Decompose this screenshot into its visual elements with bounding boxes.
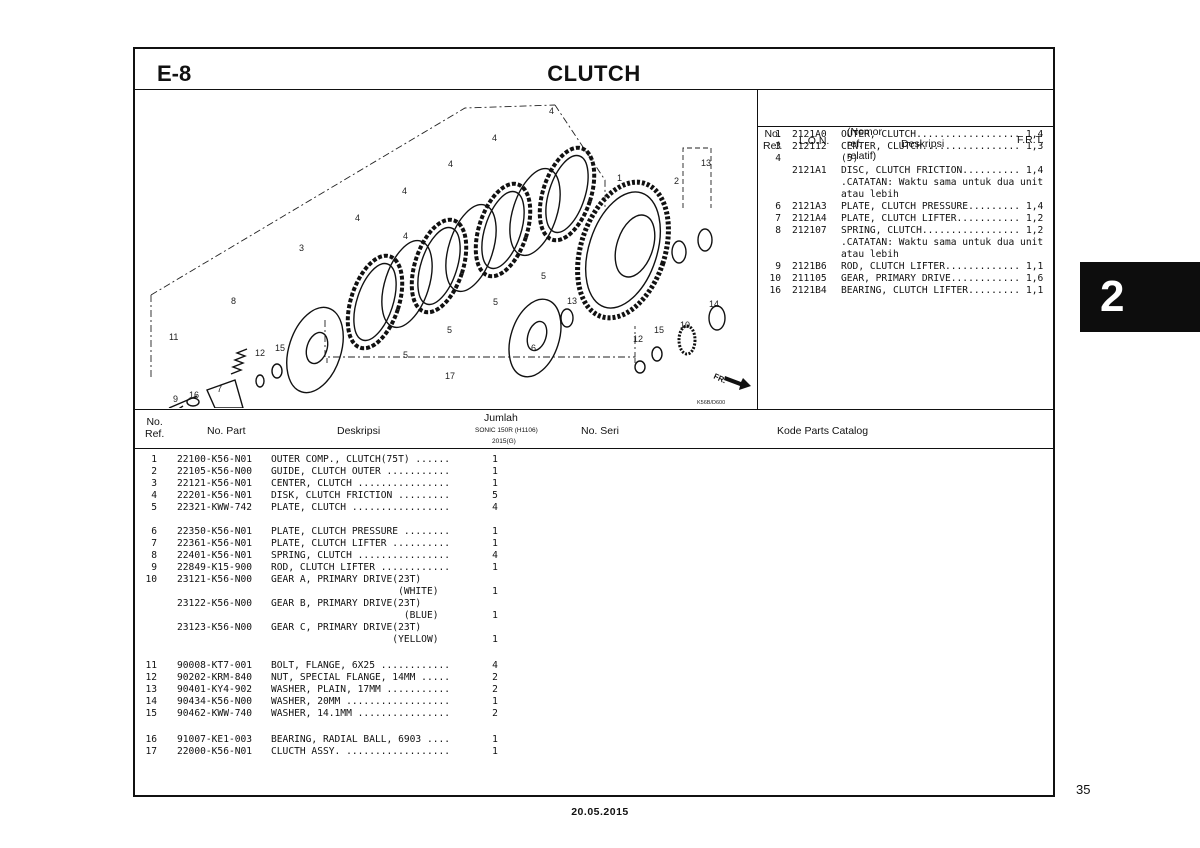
fr-label: FR. (712, 372, 727, 386)
callout-label: 5 (493, 297, 498, 307)
catalog-col-header: Kode Parts Catalog (777, 425, 869, 437)
callout-label: 16 (189, 390, 199, 400)
catalog-page-frame: E-8 CLUTCH (133, 47, 1055, 797)
callout-label: 4 (448, 159, 453, 169)
callout-label: 12 (633, 334, 643, 344)
parts-header-divider (135, 448, 1053, 449)
desc-col-header-note: (Nomor ref. relatif) (847, 126, 883, 162)
callout-label: 2 (674, 176, 679, 186)
section-tab: 2 (1080, 262, 1200, 332)
quantity-model-header: SONIC 150R (H1106) (475, 427, 538, 434)
callout-label: 1 (617, 173, 622, 183)
callout-label: 9 (173, 394, 178, 404)
callout-label: 4 (402, 186, 407, 196)
page-number: 35 (1076, 782, 1091, 797)
callout-label: 14 (709, 299, 719, 309)
clutch-exploded-diagram: FR. K56B/D600 4 4 4 4 4 4 13 2 1 3 5 5 5… (150, 104, 751, 408)
callout-label: 15 (275, 343, 285, 353)
figure-id: K56B/D600 (697, 400, 725, 406)
callout-label: 4 (403, 231, 408, 241)
callout-label: 12 (255, 348, 265, 358)
serial-col-header: No. Seri (581, 425, 619, 437)
callout-label: 15 (654, 325, 664, 335)
callout-label: 5 (541, 271, 546, 281)
callout-label: 4 (549, 106, 554, 116)
callout-label: 17 (445, 371, 455, 381)
part-number-col-header: No. Part (207, 425, 246, 437)
lon-col-header: L.O.N. (799, 135, 830, 147)
callout-label: 8 (231, 296, 236, 306)
figure-bottom-divider (135, 409, 1053, 410)
title-divider (135, 89, 1053, 90)
parts-ref-col-header: No. Ref. (145, 416, 165, 440)
quantity-year-header: 2015(G) (492, 438, 516, 445)
frt-col-header: F.R.T. (1017, 134, 1044, 146)
desc-col-header: Deskripsi (901, 138, 945, 150)
quantity-col-header: Jumlah (484, 412, 518, 424)
ref-col-header: No. Ref. (763, 128, 783, 152)
section-code: E-8 (157, 61, 192, 86)
callout-label: 5 (447, 325, 452, 335)
front-direction-arrow: FR. (712, 372, 751, 390)
callout-label: 7 (217, 384, 222, 394)
callout-label: 5 (403, 350, 408, 360)
callout-label: 6 (531, 343, 536, 353)
publication-date: 20.05.2015 (571, 806, 629, 818)
callout-label: 13 (567, 296, 577, 306)
description-col-header: Deskripsi (337, 425, 381, 437)
callout-label: 3 (299, 243, 304, 253)
figure-divider (757, 89, 758, 409)
callout-label: 4 (492, 133, 497, 143)
callout-label: 13 (701, 158, 711, 168)
callout-label: 10 (680, 320, 690, 330)
ref-table-header-divider (757, 126, 1053, 127)
callout-label: 11 (169, 332, 178, 342)
callout-label: 4 (355, 213, 360, 223)
page-title: CLUTCH (547, 61, 641, 86)
